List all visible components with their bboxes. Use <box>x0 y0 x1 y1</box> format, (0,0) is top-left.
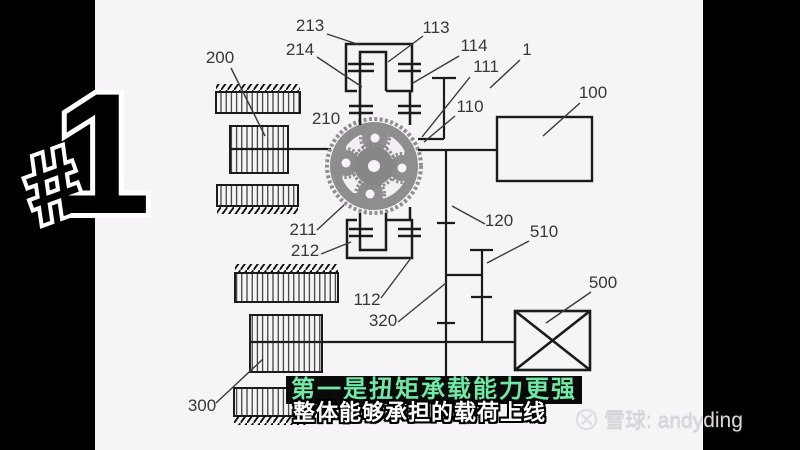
part-label-100: 100 <box>579 83 607 102</box>
part-label-210: 210 <box>312 109 340 128</box>
component-box-100 <box>495 115 594 183</box>
clutch-plates <box>348 62 421 73</box>
rotor-block <box>249 314 323 373</box>
clutch-plates <box>349 104 421 115</box>
part-label-120: 120 <box>485 211 513 230</box>
part-label-213: 213 <box>296 16 324 35</box>
xueqiu-logo-icon <box>575 408 598 430</box>
part-label-113: 113 <box>422 18 449 37</box>
part-label-214: 214 <box>286 40 314 59</box>
part-label-300: 300 <box>188 396 216 415</box>
hatch-strip <box>217 206 298 214</box>
part-label-320: 320 <box>369 311 397 330</box>
component-box-500 <box>513 309 592 372</box>
t-element-510 <box>470 248 493 342</box>
leader-lines <box>215 33 592 404</box>
sun-gear-teeth <box>351 143 397 189</box>
part-label-510: 510 <box>530 222 558 241</box>
watermark-text: 雪球: andyding <box>604 409 743 432</box>
part-label-111: 111 <box>473 57 499 76</box>
watermark: 雪球: andyding <box>575 404 743 434</box>
hatch-strip <box>235 264 338 273</box>
stator-block <box>216 184 299 207</box>
part-label-112: 112 <box>353 290 380 309</box>
part-label-212: 212 <box>291 241 319 260</box>
sun-gear-bore <box>368 160 380 172</box>
video-canvas <box>95 0 703 450</box>
upper-clutch-bracket <box>344 42 421 125</box>
motor-200-group <box>215 84 331 214</box>
part-label-200: 200 <box>206 48 234 67</box>
hatch-strip <box>234 416 306 425</box>
lower-clutch-bracket <box>345 207 421 260</box>
reference-numerals: 200 213 214 113 114 1 111 110 100 210 12… <box>188 16 617 415</box>
part-label-1: 1 <box>522 40 531 59</box>
subtitle-line-2: 整体能够承担的载荷上线 <box>293 400 547 425</box>
part-label-211: 211 <box>289 220 316 239</box>
stator-block <box>234 272 339 303</box>
part-label-110: 110 <box>456 97 483 116</box>
ring-gear-teeth <box>325 117 423 215</box>
part-label-114: 114 <box>460 36 487 55</box>
planetary-gear <box>325 117 423 215</box>
stator-block <box>215 91 301 114</box>
motor-300-group <box>233 264 339 425</box>
clutch-plates <box>349 227 421 238</box>
hatch-strip <box>216 84 300 92</box>
part-label-500: 500 <box>589 273 617 292</box>
subtitle-line-1: 第一是扭矩承载能力更强 <box>286 376 582 404</box>
